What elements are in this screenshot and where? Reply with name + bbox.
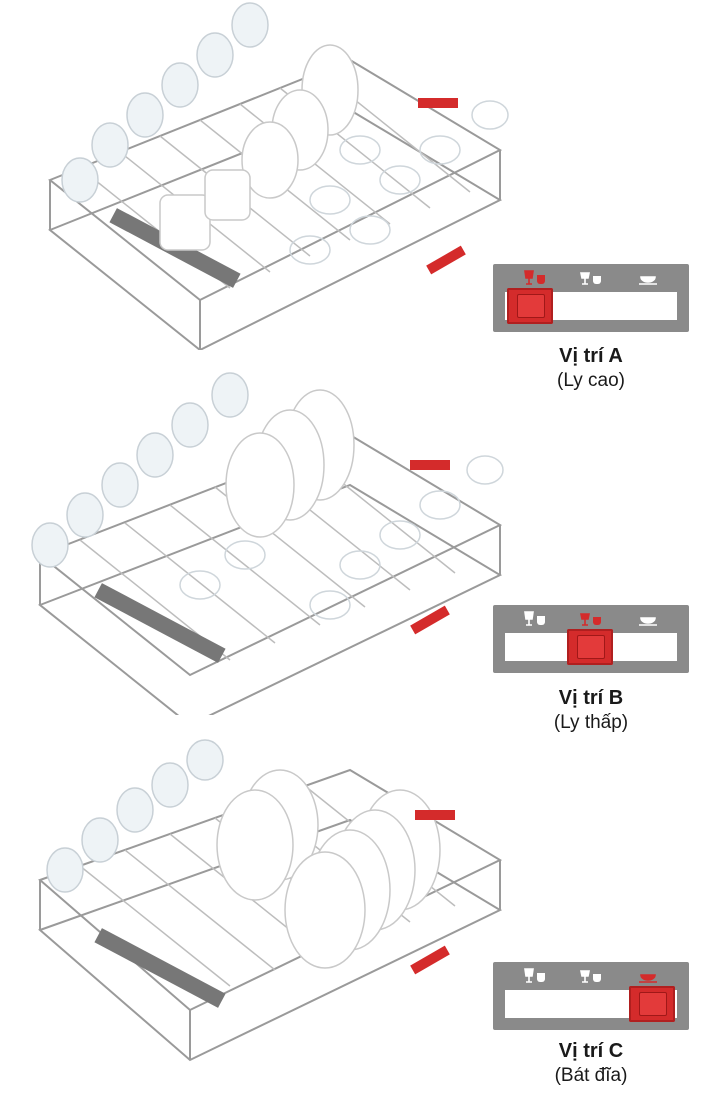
position-sub: (Ly thấp) (553, 712, 629, 733)
position-label: Vị trí C (558, 1040, 624, 1062)
position-caption-c: Vị trí C (Bát đĩa) (493, 1040, 689, 1087)
rack-height-indicator-b (493, 605, 689, 673)
slider-track (505, 629, 677, 665)
position-sub: (Ly cao) (557, 370, 625, 391)
short-glass-icon (580, 613, 601, 626)
tall-glass-icon (524, 270, 545, 285)
rack-illustration-c (30, 730, 510, 1080)
bowl-icon (639, 617, 657, 626)
rack-height-indicator-c (493, 962, 689, 1030)
position-label: Vị trí A (559, 345, 623, 367)
slider-knob (629, 986, 675, 1022)
rack-height-indicator-a (493, 264, 689, 332)
dish-rack-b-svg (31, 372, 504, 715)
indicator-icons (493, 268, 689, 288)
slider-track (505, 986, 677, 1022)
short-glass-icon (580, 970, 601, 983)
rack-illustration-b (30, 365, 510, 715)
indicator-icons (493, 966, 689, 986)
indicator-icons (493, 609, 689, 629)
bowl-icon (639, 276, 657, 285)
position-label: Vị trí B (558, 687, 624, 709)
position-sub: (Bát đĩa) (554, 1065, 628, 1086)
position-caption-b: Vị trí B (Ly thấp) (493, 687, 689, 734)
slider-knob (507, 288, 553, 324)
slider-knob (567, 629, 613, 665)
tall-glass-icon (524, 968, 545, 983)
dish-rack-c-svg (38, 739, 503, 1062)
tall-glass-icon (524, 611, 545, 626)
slider-track (505, 288, 677, 324)
rack-illustration-a (30, 0, 510, 350)
bowl-icon (639, 974, 657, 983)
short-glass-icon (580, 272, 601, 285)
dish-rack-a-svg (48, 2, 509, 350)
position-caption-a: Vị trí A (Ly cao) (493, 345, 689, 392)
